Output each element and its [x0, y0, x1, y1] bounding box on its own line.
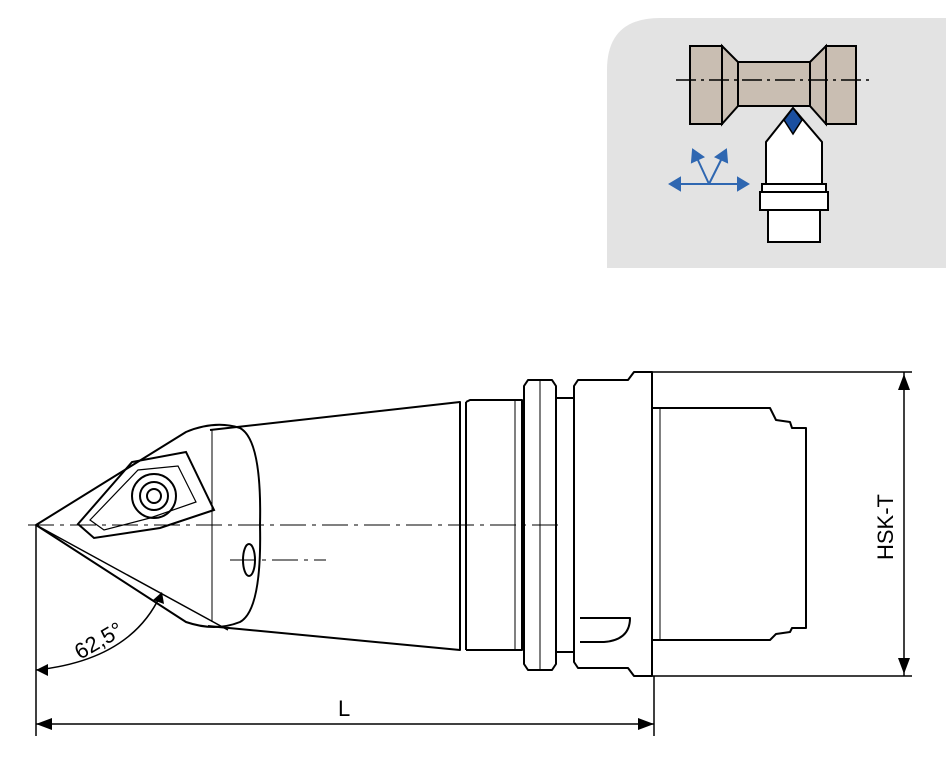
interface-dimension [652, 371, 912, 677]
feed-direction-arrows-icon [668, 148, 750, 192]
inset-tool-icon [759, 106, 829, 243]
operation-schematic-icon [607, 18, 946, 268]
interface-label: HSK-T [873, 494, 898, 560]
length-arrow-icon [36, 718, 52, 730]
angle-label: 62,5° [70, 617, 127, 664]
angle-arrow-icon [36, 664, 48, 676]
insert-icon [783, 106, 803, 136]
angle-dimension [35, 524, 229, 736]
interface-arrow-icon [898, 658, 910, 674]
clamp-screw-icon [131, 473, 177, 519]
interface-arrow-icon [898, 374, 910, 390]
tool-body [35, 371, 807, 677]
length-arrow-icon [638, 718, 654, 730]
insert-holder [76, 450, 216, 540]
angle-arrow-icon [153, 592, 164, 604]
center-lines [28, 524, 560, 561]
workpiece-icon [689, 43, 857, 127]
length-dimension [36, 676, 655, 736]
length-label: L [338, 696, 350, 721]
